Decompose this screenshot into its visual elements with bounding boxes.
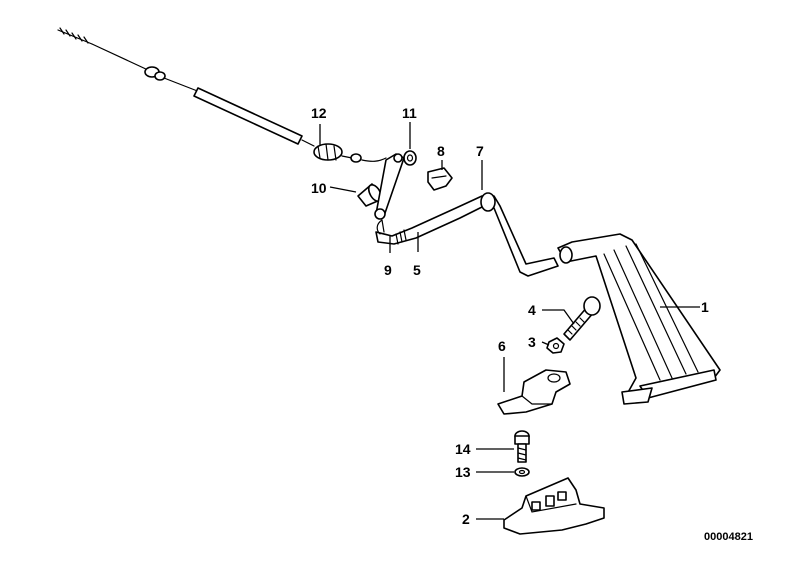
callout-4: 4 bbox=[528, 302, 536, 318]
callout-2: 2 bbox=[462, 511, 470, 527]
accelerator-cable bbox=[57, 27, 387, 163]
diagram-code: 00004821 bbox=[704, 531, 753, 543]
callout-6: 6 bbox=[498, 338, 506, 354]
callout-12: 12 bbox=[311, 105, 327, 121]
callout-9: 9 bbox=[384, 262, 392, 278]
bushing bbox=[403, 150, 417, 166]
pedal-bracket bbox=[497, 369, 571, 415]
washer bbox=[514, 467, 530, 477]
cable-clip bbox=[427, 167, 453, 191]
screw bbox=[514, 430, 530, 463]
callout-11: 11 bbox=[402, 105, 417, 121]
bolt bbox=[563, 296, 601, 341]
leader-lines bbox=[319, 122, 700, 520]
pedal bbox=[557, 233, 721, 405]
callout-7: 7 bbox=[476, 143, 484, 159]
callout-13: 13 bbox=[455, 464, 471, 480]
callouts: 1 2 3 4 5 6 7 8 9 10 11 12 13 14 bbox=[311, 105, 709, 527]
base-bracket bbox=[503, 477, 605, 535]
callout-1: 1 bbox=[701, 299, 709, 315]
pedal-shaft bbox=[375, 192, 559, 277]
callout-3: 3 bbox=[528, 334, 536, 350]
connecting-rod bbox=[374, 153, 405, 233]
callout-5: 5 bbox=[413, 262, 421, 278]
callout-10: 10 bbox=[311, 180, 327, 196]
callout-8: 8 bbox=[437, 143, 445, 159]
callout-14: 14 bbox=[455, 441, 471, 457]
nut bbox=[546, 337, 565, 354]
